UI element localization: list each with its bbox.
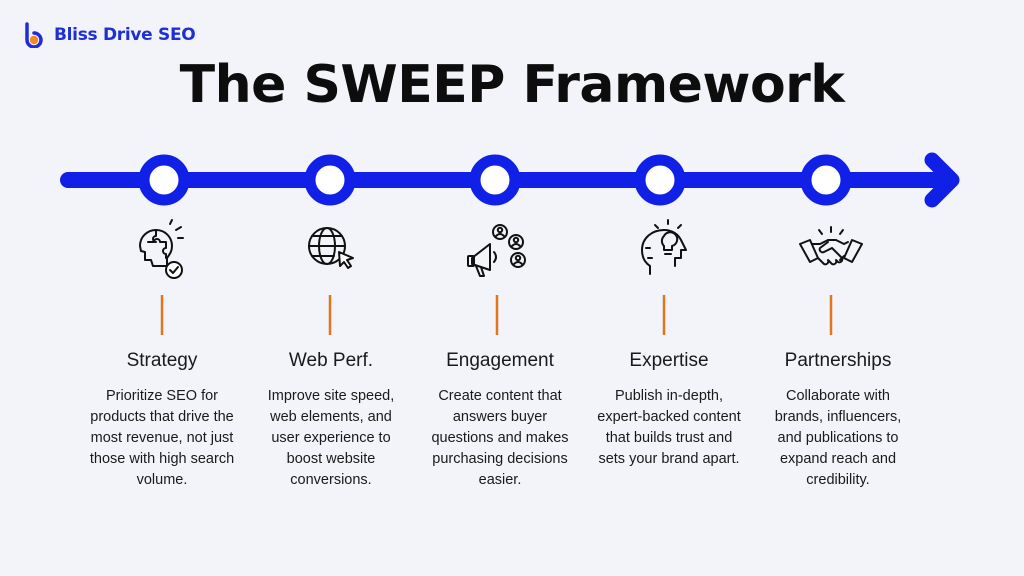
timeline: [60, 152, 960, 335]
page-title: The SWEEP Framework: [179, 55, 845, 115]
brand-name: Bliss Drive SEO: [54, 25, 196, 45]
globe-cursor-icon: [308, 227, 354, 269]
step-description: Prioritize SEO for products that drive t…: [89, 388, 235, 488]
step-title: Web Perf.: [288, 350, 374, 371]
step-title: Strategy: [126, 350, 198, 371]
step-partnerships: Partnerships Collaborate with brands, in…: [763, 350, 913, 491]
timeline-arrowhead: [924, 152, 960, 208]
brand-logo: Bliss Drive SEO: [22, 22, 196, 48]
step-description: Collaborate with brands, influencers, an…: [774, 388, 902, 488]
step-engagement: Engagement Create content that answers b…: [425, 350, 575, 491]
step-strategy: Strategy Prioritize SEO for products tha…: [87, 350, 237, 491]
step-expertise: Expertise Publish in-depth, expert-backe…: [594, 350, 744, 470]
bliss-drive-logo-icon: [25, 22, 43, 48]
step-title: Expertise: [629, 350, 709, 371]
step-title: Partnerships: [784, 350, 892, 371]
timeline-node: [138, 154, 190, 206]
puzzle-head-check-icon: [139, 219, 184, 279]
timeline-node: [469, 154, 521, 206]
step-description: Create content that answers buyer questi…: [431, 388, 569, 488]
step-title: Engagement: [446, 350, 554, 371]
handshake-icon: [799, 226, 863, 266]
timeline-node: [800, 154, 852, 206]
timeline-node: [304, 154, 356, 206]
megaphone-users-icon: [467, 224, 526, 277]
step-web-perf: Web Perf. Improve site speed, web elemen…: [256, 350, 406, 491]
head-lightbulb-icon: [641, 219, 687, 275]
step-description: Publish in-depth, expert-backed content …: [597, 388, 741, 467]
step-description: Improve site speed, web elements, and us…: [267, 388, 395, 488]
timeline-node: [634, 154, 686, 206]
